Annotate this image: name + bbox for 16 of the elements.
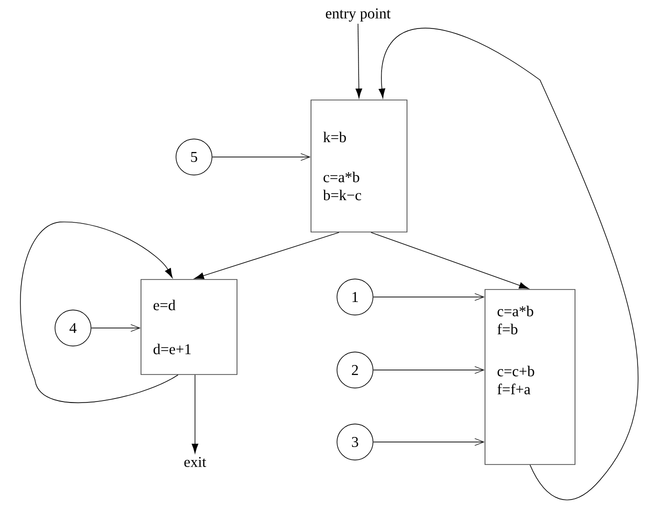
process-box: k=b c=a*b b=k−c [310, 100, 408, 232]
arrow [20, 222, 178, 404]
arrow [373, 438, 485, 446]
arrow [212, 153, 311, 161]
arrow [373, 366, 485, 374]
arrow [356, 23, 362, 98]
entry-label: entry point [326, 8, 391, 22]
exit-label: exit [184, 456, 206, 468]
arrow [194, 232, 340, 279]
arrow [192, 374, 198, 454]
arrow [91, 324, 141, 332]
arrow [378, 28, 638, 500]
process-box: c=a*b f=b c=c+b f=f+a [484, 289, 576, 465]
process-box: e=d d=e+1 [140, 279, 238, 375]
arrow [373, 293, 485, 301]
arrow [370, 232, 529, 289]
